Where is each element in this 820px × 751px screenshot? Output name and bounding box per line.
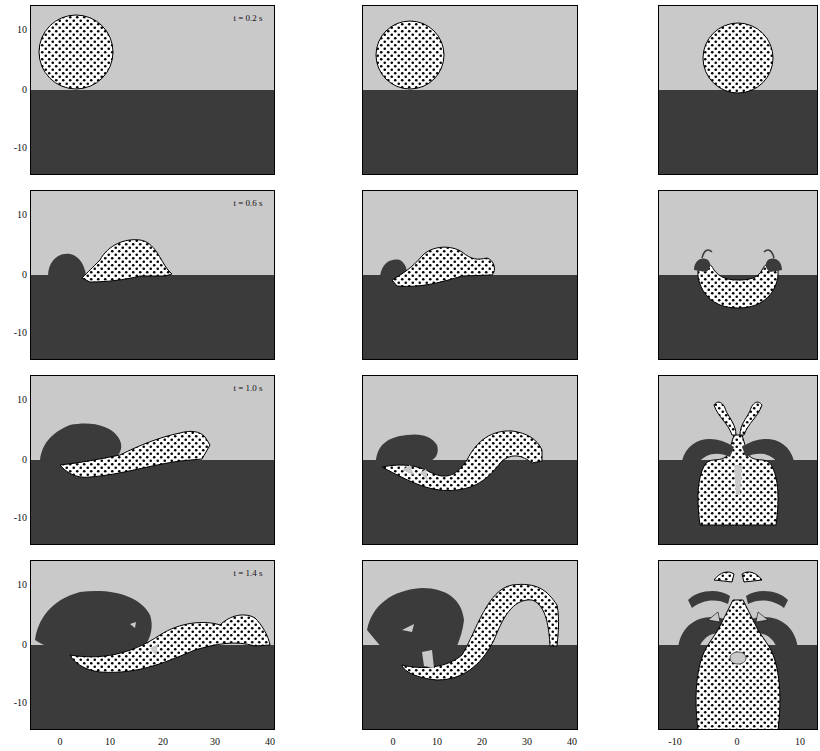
- panel: [658, 375, 818, 545]
- axis-tick-label: -10: [14, 142, 27, 154]
- debris-mass: [60, 431, 210, 477]
- time-label: t = 0.2 s: [233, 12, 262, 24]
- axis-tick-label: 10: [105, 736, 115, 748]
- ejecta: [682, 439, 794, 463]
- displaced-ground: [48, 254, 86, 276]
- axis-tick-label: 20: [477, 736, 487, 748]
- time-label: t = 1.0 s: [233, 382, 262, 394]
- axis-tick-label: 10: [17, 209, 27, 221]
- panel: [658, 5, 818, 175]
- panel: [362, 190, 578, 360]
- ejecta: [694, 258, 782, 272]
- axis-tick-label: 40: [265, 736, 275, 748]
- axis-tick-label: -10: [14, 697, 27, 709]
- displaced-ground: [376, 434, 438, 463]
- axis-tick-label: -10: [14, 512, 27, 524]
- debris-mass: [70, 615, 270, 672]
- time-label: t = 1.4 s: [233, 567, 262, 579]
- axis-tick-label: 10: [432, 736, 442, 748]
- debris-mass: [376, 21, 444, 89]
- debris-mass: [696, 600, 780, 730]
- panel: [658, 190, 818, 360]
- panel: [362, 5, 578, 175]
- debris-mass: [382, 431, 542, 491]
- panel: [30, 375, 275, 545]
- axis-tick-label: 0: [22, 639, 27, 651]
- axis-tick-label: 0: [22, 269, 27, 281]
- displaced-ground: [367, 588, 464, 672]
- time-label: t = 0.6 s: [233, 197, 262, 209]
- debris-mass: [82, 240, 172, 282]
- axis-tick-label: 0: [391, 736, 396, 748]
- axis-tick-label: 10: [795, 736, 805, 748]
- debris-mass: [402, 584, 559, 680]
- axis-tick-label: 10: [17, 579, 27, 591]
- axis-tick-label: 10: [17, 24, 27, 36]
- debris-mass: [698, 263, 778, 308]
- axis-tick-label: 30: [210, 736, 220, 748]
- debris-mass: [703, 23, 773, 93]
- axis-tick-label: 0: [735, 736, 740, 748]
- panel: [30, 560, 275, 730]
- axis-tick-label: 10: [17, 394, 27, 406]
- axis-tick-label: 40: [567, 736, 577, 748]
- axis-tick-label: -10: [14, 327, 27, 339]
- axis-tick-label: 0: [22, 84, 27, 96]
- axis-tick-label: 0: [22, 454, 27, 466]
- debris-mass: [39, 15, 113, 89]
- debris-mass: [392, 247, 494, 286]
- axis-tick-label: 30: [522, 736, 532, 748]
- panel: [30, 190, 275, 360]
- axis-tick-label: -10: [668, 736, 681, 748]
- axis-tick-label: 20: [158, 736, 168, 748]
- panel: [362, 560, 578, 730]
- axis-tick-label: 0: [58, 736, 63, 748]
- panel: [362, 375, 578, 545]
- panel: [30, 5, 275, 175]
- panel: [658, 560, 818, 730]
